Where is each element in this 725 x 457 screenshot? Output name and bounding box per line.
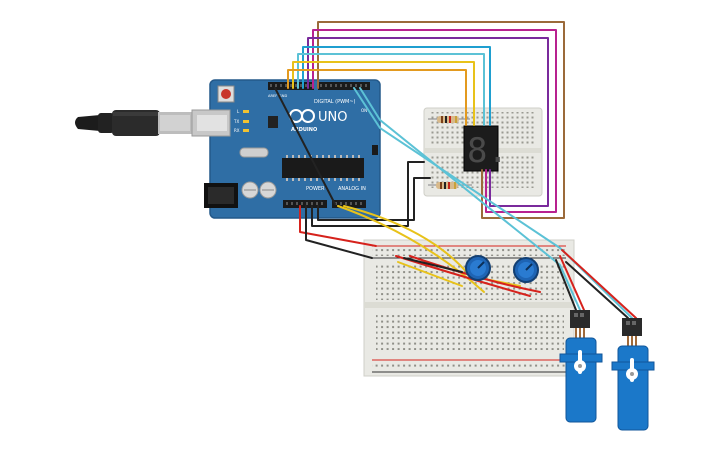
- led-l: [243, 110, 249, 113]
- gnd-label: GND: [279, 94, 287, 98]
- wire-yellow-top[interactable]: [292, 61, 475, 126]
- led-rx: [243, 129, 249, 132]
- potentiometer-icon[interactable]: [465, 255, 491, 281]
- wire-black-diagonal[interactable]: [274, 87, 336, 205]
- wire-red-servo2[interactable]: [561, 249, 637, 319]
- aref-label: AREF: [268, 94, 277, 98]
- wire-brown[interactable]: [317, 21, 565, 219]
- digital-label: DIGITAL (PWM~): [314, 99, 356, 105]
- wire-yellow-pot3[interactable]: [397, 261, 463, 287]
- servo-motor-icon[interactable]: [611, 318, 655, 431]
- wire-cyan-servo1[interactable]: [359, 87, 581, 311]
- wire-blue[interactable]: [302, 46, 491, 126]
- display-digit: 8.: [467, 131, 508, 171]
- wires: [274, 21, 637, 319]
- wire-cyan-servo2[interactable]: [353, 87, 633, 319]
- atmega-chip: [282, 158, 364, 178]
- wire-black-gnd2[interactable]: [317, 177, 431, 221]
- seven-segment-display[interactable]: 8.: [463, 125, 508, 172]
- crystal: [239, 147, 269, 158]
- power-label: POWER: [306, 186, 325, 192]
- wire-red-5v[interactable]: [299, 205, 377, 247]
- regulator: [268, 116, 278, 128]
- digital-header: [318, 82, 370, 90]
- wire-black-gnd[interactable]: [311, 161, 425, 227]
- wire-black-pot[interactable]: [403, 257, 463, 273]
- l-label: L: [237, 109, 240, 114]
- wire-black-servo2[interactable]: [565, 261, 629, 319]
- logo-brand: ARDUINO: [291, 127, 317, 133]
- servo-motor-icon[interactable]: [559, 310, 603, 423]
- rx-label: RX: [234, 128, 240, 133]
- analog-label: ANALOG IN: [338, 186, 366, 192]
- tx-label: TX: [233, 119, 239, 124]
- power-header: [283, 200, 327, 208]
- icsp-header: [372, 145, 378, 155]
- logo-uno: UNO: [318, 110, 347, 125]
- wire-red-servo1[interactable]: [559, 255, 585, 311]
- wire-black-servo1[interactable]: [555, 259, 577, 311]
- wire-orange-top[interactable]: [287, 69, 467, 126]
- usb-cable-icon: [75, 110, 192, 136]
- resistor-top[interactable]: [428, 116, 470, 123]
- wire-black-bb[interactable]: [305, 205, 373, 259]
- led-tx: [243, 120, 249, 123]
- reset-button-icon[interactable]: [217, 85, 235, 103]
- analog-header: [332, 200, 366, 208]
- arduino-uno-board[interactable]: L TX RX UNO ARDUINO AREF GND DIGITAL (PW…: [191, 79, 381, 219]
- on-label: ON: [361, 108, 367, 113]
- potentiometer-icon[interactable]: [513, 257, 539, 283]
